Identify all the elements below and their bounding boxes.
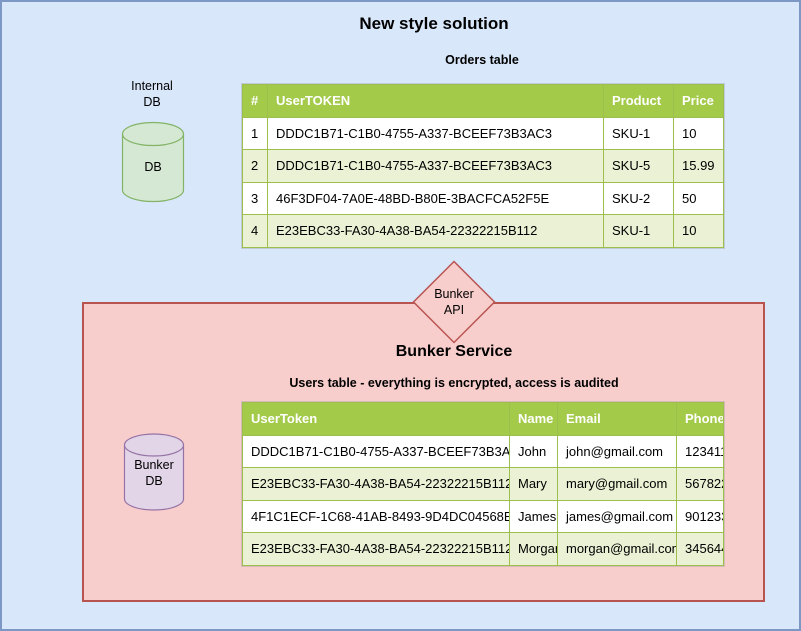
table-row: 3 46F3DF04-7A0E-48BD-B80E-3BACFCA52F5E S… xyxy=(242,181,724,215)
table-row: E23EBC33-FA30-4A38-BA54-22322215B112 Mar… xyxy=(242,467,724,501)
user-email: james@gmail.com xyxy=(557,499,677,533)
user-phone: 901233 xyxy=(676,499,724,533)
bunker-api-label: Bunker API xyxy=(412,260,496,344)
page-title: New style solution xyxy=(359,14,509,33)
table-row: 2 DDDC1B71-C1B0-4755-A337-BCEEF73B3AC3 S… xyxy=(242,149,724,183)
user-phone: 123411 xyxy=(676,434,724,468)
order-num: 1 xyxy=(242,116,268,150)
order-usertoken: DDDC1B71-C1B0-4755-A337-BCEEF73B3AC3 xyxy=(267,116,604,150)
user-phone: 345644 xyxy=(676,532,724,566)
table-row: E23EBC33-FA30-4A38-BA54-22322215B112 Mor… xyxy=(242,532,724,566)
users-table-caption: Users table - everything is encrypted, a… xyxy=(289,376,619,390)
bunker-db-cylinder: Bunker DB xyxy=(123,433,185,511)
order-product: SKU-2 xyxy=(603,181,674,215)
order-usertoken: 46F3DF04-7A0E-48BD-B80E-3BACFCA52F5E xyxy=(267,181,604,215)
bunker-service-title: Bunker Service xyxy=(395,343,513,360)
users-header-row: UserToken Name Email Phone xyxy=(242,402,724,436)
users-header-name: Name xyxy=(509,402,558,436)
bunker-db-label-line1: Bunker xyxy=(134,458,174,472)
bunker-db-label: Bunker DB xyxy=(123,457,185,489)
user-email: john@gmail.com xyxy=(557,434,677,468)
orders-table-caption: Orders table xyxy=(445,53,519,67)
table-row: 4 E23EBC33-FA30-4A38-BA54-22322215B112 S… xyxy=(242,214,724,248)
user-token: DDDC1B71-C1B0-4755-A337-BCEEF73B3AC3 xyxy=(242,434,510,468)
order-num: 4 xyxy=(242,214,268,248)
internal-db-cylinder: DB xyxy=(121,121,185,203)
table-row: DDDC1B71-C1B0-4755-A337-BCEEF73B3AC3 Joh… xyxy=(242,434,724,468)
internal-db-body-label: DB xyxy=(144,160,162,174)
order-num: 2 xyxy=(242,149,268,183)
internal-db-caption-line2: DB xyxy=(143,95,161,109)
orders-header-row: # UserTOKEN Product Price xyxy=(242,84,724,118)
bunker-api-label-line1: Bunker xyxy=(434,287,474,301)
order-price: 10 xyxy=(673,214,724,248)
user-token: E23EBC33-FA30-4A38-BA54-22322215B112 xyxy=(242,532,510,566)
users-header-phone: Phone xyxy=(676,402,724,436)
table-row: 4F1C1ECF-1C68-41AB-8493-9D4DC04568BD Jam… xyxy=(242,499,724,533)
users-table: UserToken Name Email Phone DDDC1B71-C1B0… xyxy=(242,402,724,566)
user-name: John xyxy=(509,434,558,468)
order-price: 15.99 xyxy=(673,149,724,183)
orders-header-product: Product xyxy=(603,84,674,118)
order-product: SKU-1 xyxy=(603,214,674,248)
orders-table: # UserTOKEN Product Price 1 DDDC1B71-C1B… xyxy=(242,84,724,248)
user-name: Morgan xyxy=(509,532,558,566)
user-phone: 567822 xyxy=(676,467,724,501)
order-price: 50 xyxy=(673,181,724,215)
bunker-api-label-line2: API xyxy=(443,303,465,317)
table-row: 1 DDDC1B71-C1B0-4755-A337-BCEEF73B3AC3 S… xyxy=(242,116,724,150)
bunker-db-label-line2: DB xyxy=(145,474,163,488)
user-token: 4F1C1ECF-1C68-41AB-8493-9D4DC04568BD xyxy=(242,499,510,533)
bunker-api-diamond: Bunker API xyxy=(412,260,496,344)
internal-db-caption-line1: Internal xyxy=(131,79,173,93)
order-price: 10 xyxy=(673,116,724,150)
orders-header-price: Price xyxy=(673,84,724,118)
order-usertoken: DDDC1B71-C1B0-4755-A337-BCEEF73B3AC3 xyxy=(267,149,604,183)
database-cylinder-icon xyxy=(123,433,185,511)
database-cylinder-icon xyxy=(121,121,185,203)
order-product: SKU-5 xyxy=(603,149,674,183)
user-name: Mary xyxy=(509,467,558,501)
orders-header-num: # xyxy=(242,84,268,118)
user-email: mary@gmail.com xyxy=(557,467,677,501)
order-num: 3 xyxy=(242,181,268,215)
order-product: SKU-1 xyxy=(603,116,674,150)
user-email: morgan@gmail.com xyxy=(557,532,677,566)
users-header-email: Email xyxy=(557,402,677,436)
order-usertoken: E23EBC33-FA30-4A38-BA54-22322215B112 xyxy=(267,214,604,248)
diamond-shape-icon xyxy=(412,260,496,344)
internal-db-caption: Internal DB xyxy=(92,78,212,110)
user-token: E23EBC33-FA30-4A38-BA54-22322215B112 xyxy=(242,467,510,501)
orders-header-usertoken: UserTOKEN xyxy=(267,84,604,118)
user-name: James xyxy=(509,499,558,533)
users-header-usertoken: UserToken xyxy=(242,402,510,436)
